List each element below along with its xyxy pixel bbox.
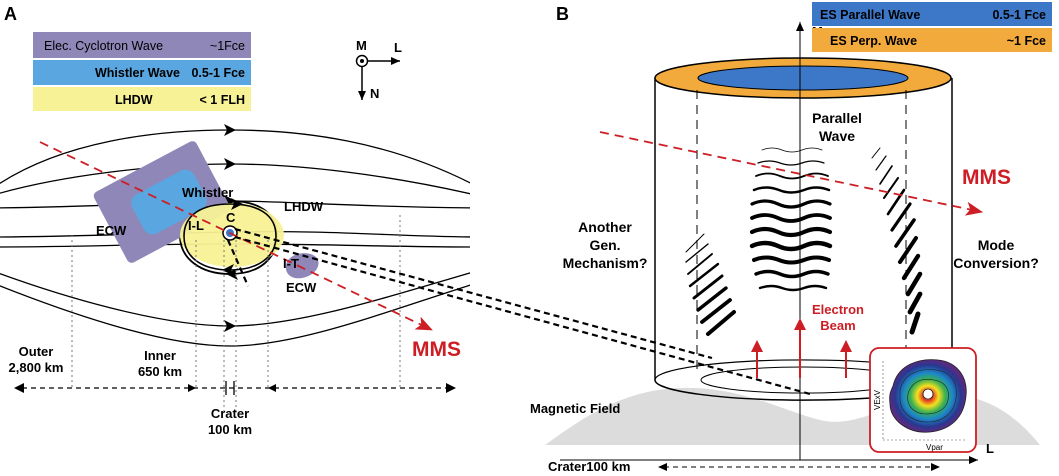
ecw-small-region xyxy=(285,253,319,279)
perp-waves-left xyxy=(685,233,736,336)
crater-label-a: Crater xyxy=(211,406,249,421)
legend-ecw-freq: ~1Fce xyxy=(210,39,245,53)
legend-lhdw-name: LHDW xyxy=(115,93,153,107)
legend-es-perp-swatch xyxy=(812,28,1052,52)
another-label: Another xyxy=(578,219,632,235)
beam-label: Beam xyxy=(820,318,855,333)
legend-lhdw-swatch xyxy=(33,87,251,111)
legend-es-parallel-swatch xyxy=(812,2,1052,26)
mms-label-a: MMS xyxy=(412,338,461,361)
whistler-label: Whistler xyxy=(182,185,233,200)
inner-label: Inner xyxy=(144,348,176,363)
mechanism-label: Mechanism? xyxy=(563,255,648,271)
electron-label: Electron xyxy=(812,302,864,317)
vdf-vpar-label: Vpar xyxy=(926,443,943,452)
legend-es-parallel-freq: 0.5-1 Fce xyxy=(992,8,1046,22)
vdf-inset: VExV Vpar xyxy=(869,347,977,453)
gen-label: Gen. xyxy=(589,237,620,253)
axis-l-label-b: L xyxy=(986,441,994,456)
legend-whistler-swatch xyxy=(33,60,251,85)
crater-label-b: Crater100 km xyxy=(548,459,630,474)
legend-whistler-freq: 0.5-1 Fce xyxy=(191,66,245,80)
crater-size-label-a: 100 km xyxy=(208,422,252,437)
conversion-label: Conversion? xyxy=(953,255,1039,271)
ecw-label-right: ECW xyxy=(286,280,317,295)
connector-lines xyxy=(226,227,811,396)
mms-label-b: MMS xyxy=(962,166,1011,189)
cylinder xyxy=(654,57,953,401)
mms-trajectory-b xyxy=(599,131,983,216)
magnetic-field-label: Magnetic Field xyxy=(530,401,620,416)
mode-label: Mode xyxy=(978,237,1015,253)
vdf-vexv-label: VExV xyxy=(873,389,882,410)
cylinder-top-parallel xyxy=(697,65,909,91)
legend-b: ES Parallel Wave 0.5-1 Fce ES Perp. Wave… xyxy=(812,2,1052,52)
outer-label: Outer xyxy=(19,344,54,359)
legend-es-perp-freq: ~1 Fce xyxy=(1007,34,1046,48)
lhdw-label: LHDW xyxy=(284,199,324,214)
axis-n-label: N xyxy=(370,86,379,101)
c-label: C xyxy=(226,210,236,225)
wave-label: Wave xyxy=(819,128,855,144)
electron-beam-arrows xyxy=(751,318,852,378)
il-label: I-L xyxy=(188,218,204,233)
mms-trajectory-a xyxy=(39,141,433,331)
axis-l-label: L xyxy=(394,40,402,55)
legend-ecw-swatch xyxy=(33,32,251,58)
panel-a-label: A xyxy=(4,4,17,24)
scale-guides-a xyxy=(71,215,401,414)
scale-arrows-a xyxy=(14,381,456,395)
panel-b-label: B xyxy=(556,4,569,24)
parallel-wave-packets xyxy=(749,147,833,292)
perp-waves-right xyxy=(871,147,923,335)
whistler-region xyxy=(131,169,207,235)
outer-size-label: 2,800 km xyxy=(9,360,64,375)
legend-es-parallel-name: ES Parallel Wave xyxy=(820,8,920,22)
parallel-label: Parallel xyxy=(812,110,862,126)
ecw-label-left: ECW xyxy=(96,223,127,238)
inner-size-label: 650 km xyxy=(138,364,182,379)
axis-m-label: M xyxy=(356,38,367,53)
axis-triad-a: M L N xyxy=(355,38,402,101)
legend-es-perp-name: ES Perp. Wave xyxy=(830,34,917,48)
legend-whistler-name: Whistler Wave xyxy=(95,66,180,80)
it-label: I-T xyxy=(283,256,299,271)
legend-ecw-name: Elec. Cyclotron Wave xyxy=(44,39,163,53)
legend-a: Elec. Cyclotron Wave ~1Fce Whistler Wave… xyxy=(33,32,251,111)
legend-lhdw-freq: < 1 FLH xyxy=(200,93,246,107)
